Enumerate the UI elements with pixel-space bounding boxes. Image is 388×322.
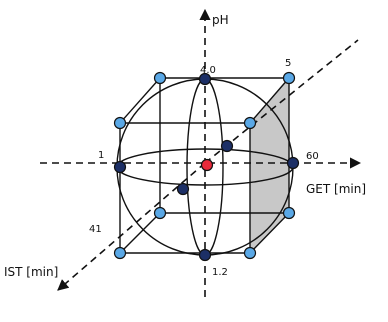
corner-point — [282, 206, 296, 220]
corner-point — [243, 116, 257, 130]
x-left-value: 1 — [98, 150, 104, 161]
z-axis-front — [57, 162, 206, 291]
z-axis-label: IST [min] — [4, 265, 58, 279]
corner-point — [243, 246, 257, 260]
axial-points — [113, 72, 300, 262]
y-top-value: 4.0 — [200, 65, 216, 76]
y-axis-label: pH — [212, 13, 229, 27]
y-bottom-value: 1.2 — [212, 267, 228, 278]
z-axis-back — [204, 39, 359, 164]
axial-point-right — [286, 156, 300, 170]
z-back-value: 5 — [285, 58, 291, 69]
corner-point — [282, 71, 296, 85]
corner-point — [153, 71, 167, 85]
corner-point — [153, 206, 167, 220]
center-point — [200, 158, 214, 172]
axial-point-front — [176, 182, 190, 196]
axial-point-bottom — [198, 248, 212, 262]
corner-points — [113, 71, 296, 260]
axial-point-left — [113, 160, 127, 174]
x-axis-label: GET [min] — [306, 182, 366, 196]
x-right-value: 60 — [306, 151, 319, 162]
z-front-value: 41 — [89, 224, 102, 235]
axial-point-top — [198, 72, 212, 86]
corner-point — [113, 246, 127, 260]
shaded-cube-face — [250, 78, 289, 253]
corner-point — [113, 116, 127, 130]
axial-point-back — [220, 139, 234, 153]
